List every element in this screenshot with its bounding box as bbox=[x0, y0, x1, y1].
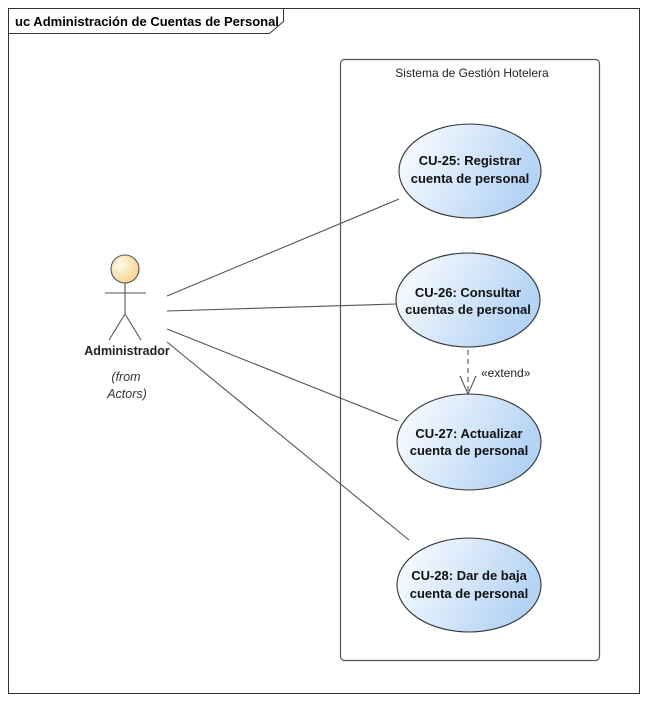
use-case-cu28[interactable]: CU-28: Dar de baja cuenta de personal bbox=[396, 537, 542, 633]
use-case-label: cuentas de personal bbox=[405, 302, 531, 317]
system-boundary-title: Sistema de Gestión Hotelera bbox=[395, 66, 549, 80]
use-case-cu25[interactable]: CU-25: Registrar cuenta de personal bbox=[398, 123, 542, 219]
system-boundary[interactable] bbox=[339, 58, 601, 662]
actor-head-icon bbox=[110, 254, 140, 284]
association-cu25[interactable] bbox=[166, 198, 400, 297]
use-case-label: cuenta de personal bbox=[410, 443, 528, 458]
use-case-cu27[interactable]: CU-27: Actualizar cuenta de personal bbox=[396, 393, 542, 491]
use-case-label: cuenta de personal bbox=[411, 171, 529, 186]
use-case-cu26[interactable]: CU-26: Consultar cuentas de personal bbox=[395, 252, 541, 348]
actor-from-note: (from bbox=[111, 370, 140, 384]
association-cu27[interactable] bbox=[166, 328, 399, 422]
frame-title-tab bbox=[8, 8, 284, 34]
use-case-label: CU-27: Actualizar bbox=[415, 426, 522, 441]
extend-label: «extend» bbox=[481, 366, 531, 380]
use-case-label: cuenta de personal bbox=[410, 586, 528, 601]
actor-administrador[interactable] bbox=[105, 254, 146, 341]
association-cu26[interactable] bbox=[166, 303, 398, 312]
use-case-label: CU-25: Registrar bbox=[419, 153, 522, 168]
actor-from-note: Actors) bbox=[106, 387, 147, 401]
association-cu28[interactable] bbox=[166, 341, 410, 541]
use-case-label: CU-26: Consultar bbox=[415, 285, 521, 300]
use-case-label: CU-28: Dar de baja bbox=[411, 568, 527, 583]
frame-title: uc Administración de Cuentas de Personal bbox=[15, 14, 279, 29]
actor-name: Administrador bbox=[84, 344, 170, 358]
